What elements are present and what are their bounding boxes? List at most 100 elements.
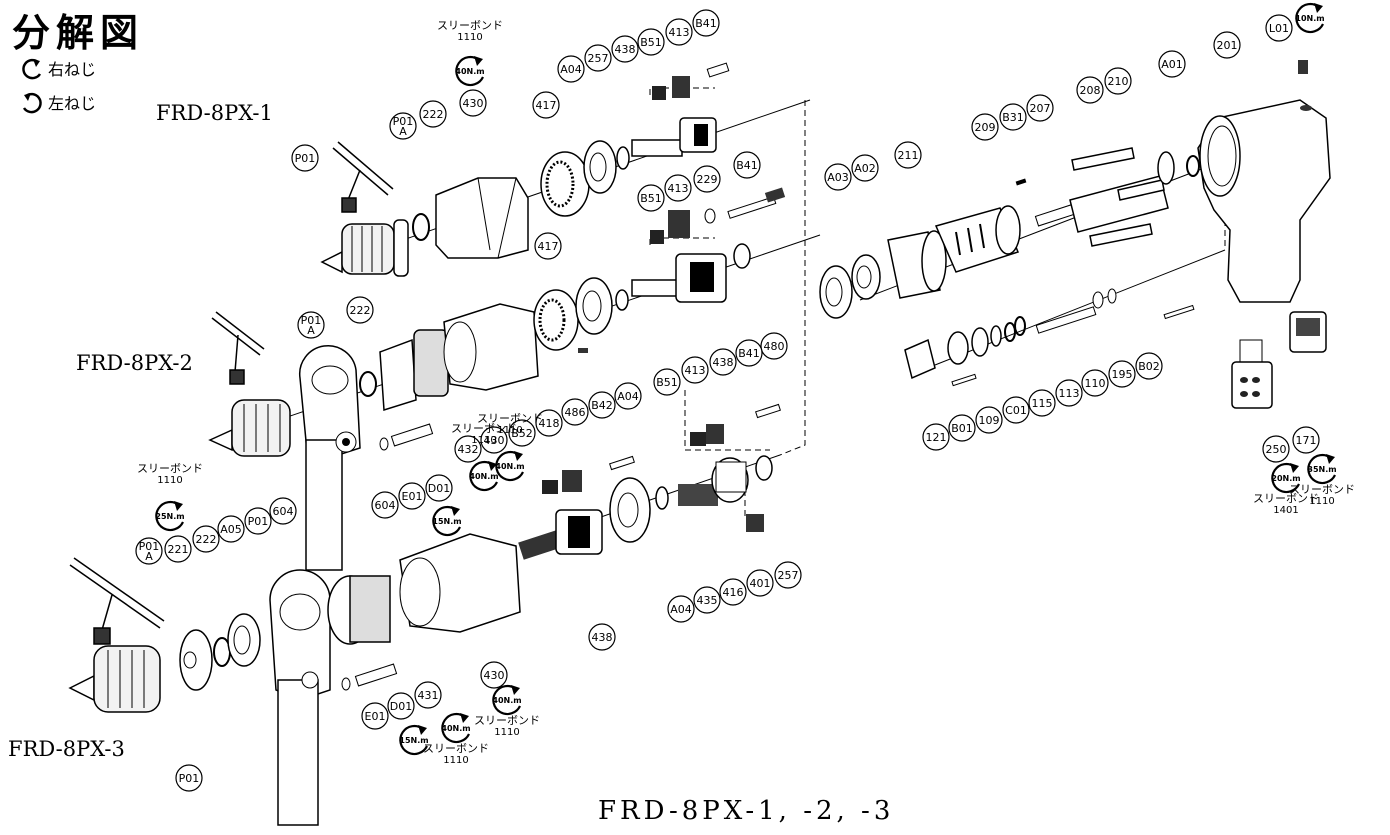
callout-c26: A01: [1158, 50, 1186, 78]
callout-circle: [175, 764, 203, 792]
callout-circle: [398, 482, 426, 510]
callout-c70: B02: [1135, 352, 1163, 380]
callout-c41: 432: [454, 435, 482, 463]
callout-circle: [508, 419, 536, 447]
callout-circle: [693, 586, 721, 614]
callout-c58: 435: [693, 586, 721, 614]
torque-value: 40N.m: [495, 462, 524, 471]
callout-label: B51: [640, 192, 662, 205]
callout-label: C01: [1005, 404, 1027, 417]
torque-value: 25N.m: [155, 512, 184, 521]
ball-bearing-a04: [583, 140, 617, 194]
callout-c69: 195: [1108, 360, 1136, 388]
model-label-2: FRD-8PX-2: [76, 351, 193, 375]
callout-circle: [535, 409, 563, 437]
callout-c66: 115: [1028, 389, 1056, 417]
callout-c11: B41: [692, 9, 720, 37]
callout-circle: [637, 184, 665, 212]
adhesive-grade: 1110: [443, 755, 468, 766]
callout-circle: [1026, 94, 1054, 122]
cylinder-209: [934, 205, 1021, 273]
tighten-arrow-icon: [455, 55, 484, 87]
callout-label: B51: [656, 376, 678, 389]
callout-label: L01: [1269, 22, 1289, 35]
callout-c65: C01: [1002, 396, 1030, 424]
air-inlet-250: [1231, 339, 1273, 409]
callout-label: 113: [1059, 387, 1080, 400]
callout-circle: [192, 525, 220, 553]
callout-label: 211: [898, 149, 919, 162]
housing-201: [1197, 99, 1331, 303]
legend-left-thread: 左ねじ: [20, 90, 96, 114]
callout-circle: [709, 348, 737, 376]
callout-label: 171: [1296, 434, 1317, 447]
tighten-arrow-icon: [1295, 2, 1324, 34]
callout-circle: [459, 89, 487, 117]
torque-note-t7: 15N.m: [399, 724, 429, 756]
callout-circle: [480, 661, 508, 689]
callout-circle: [894, 141, 922, 169]
callout-circle: [414, 681, 442, 709]
callout-label: 121: [926, 431, 947, 444]
callout-label: E01: [402, 490, 423, 503]
callout-circle: [948, 414, 976, 442]
callout-label: 210: [1108, 75, 1129, 88]
callout-circle: [1292, 426, 1320, 454]
callout-label: 480: [764, 340, 785, 353]
callout-c20: 211: [894, 141, 922, 169]
washer-257-c: [755, 455, 773, 481]
callout-label: B51: [640, 36, 662, 49]
callout-circle: [1028, 389, 1056, 417]
adhesive-grade: 1110: [1309, 496, 1334, 507]
callout-c9: B51: [637, 28, 665, 56]
callout-circle: [637, 28, 665, 56]
adapter-nut-430: [435, 177, 529, 259]
drill-chuck-1: [320, 219, 409, 277]
arrow-head-icon: [418, 725, 427, 735]
callout-label: A04: [617, 390, 639, 403]
callout-circle: [454, 435, 482, 463]
callout-label: 417: [536, 99, 557, 112]
callout-c15: B41: [733, 151, 761, 179]
callout-c60: 401: [746, 569, 774, 597]
callout-label: 430: [463, 97, 484, 110]
adapter-nut-430-b: [443, 303, 539, 391]
callout-c35: A04: [614, 382, 642, 410]
adhesive-grade: 1110: [457, 32, 482, 43]
callout-circle: [1055, 379, 1083, 407]
adhesive-name: スリーボンド: [474, 714, 540, 727]
callout-c57: A04: [667, 595, 695, 623]
adhesive-name: スリーボンド: [477, 412, 543, 425]
callout-label: 257: [778, 569, 799, 582]
callout-c14: 229: [693, 165, 721, 193]
callout-c18: A03: [824, 163, 852, 191]
callout-label: 229: [697, 173, 718, 186]
adapter-nut-430-c: [399, 533, 521, 633]
callout-label: 209: [975, 121, 996, 134]
callout-c34: B41: [735, 339, 763, 367]
callout-circle: [851, 154, 879, 182]
adhesive-name: スリーボンド: [1253, 492, 1319, 505]
callout-circle: [387, 692, 415, 720]
bearing-a02: [851, 254, 881, 300]
callout-label: 207: [1030, 102, 1051, 115]
callout-circle: [1108, 360, 1136, 388]
arrow-head-icon: [174, 501, 183, 511]
counterclockwise-arrow-icon: [22, 92, 42, 114]
callout-c12: B51: [637, 184, 665, 212]
callout-c56: 438: [588, 623, 616, 651]
torque-note-t5: 15N.m: [432, 505, 462, 537]
callout-label: E01: [365, 710, 386, 723]
planet-carrier-418: [518, 470, 603, 560]
callout-c8: 438: [611, 35, 639, 63]
callout-label: 257: [588, 52, 609, 65]
torque-value: 20N.m: [1271, 474, 1300, 483]
callout-circle: [922, 423, 950, 451]
callout-circle: [667, 595, 695, 623]
tighten-arrow-icon: [495, 450, 524, 482]
